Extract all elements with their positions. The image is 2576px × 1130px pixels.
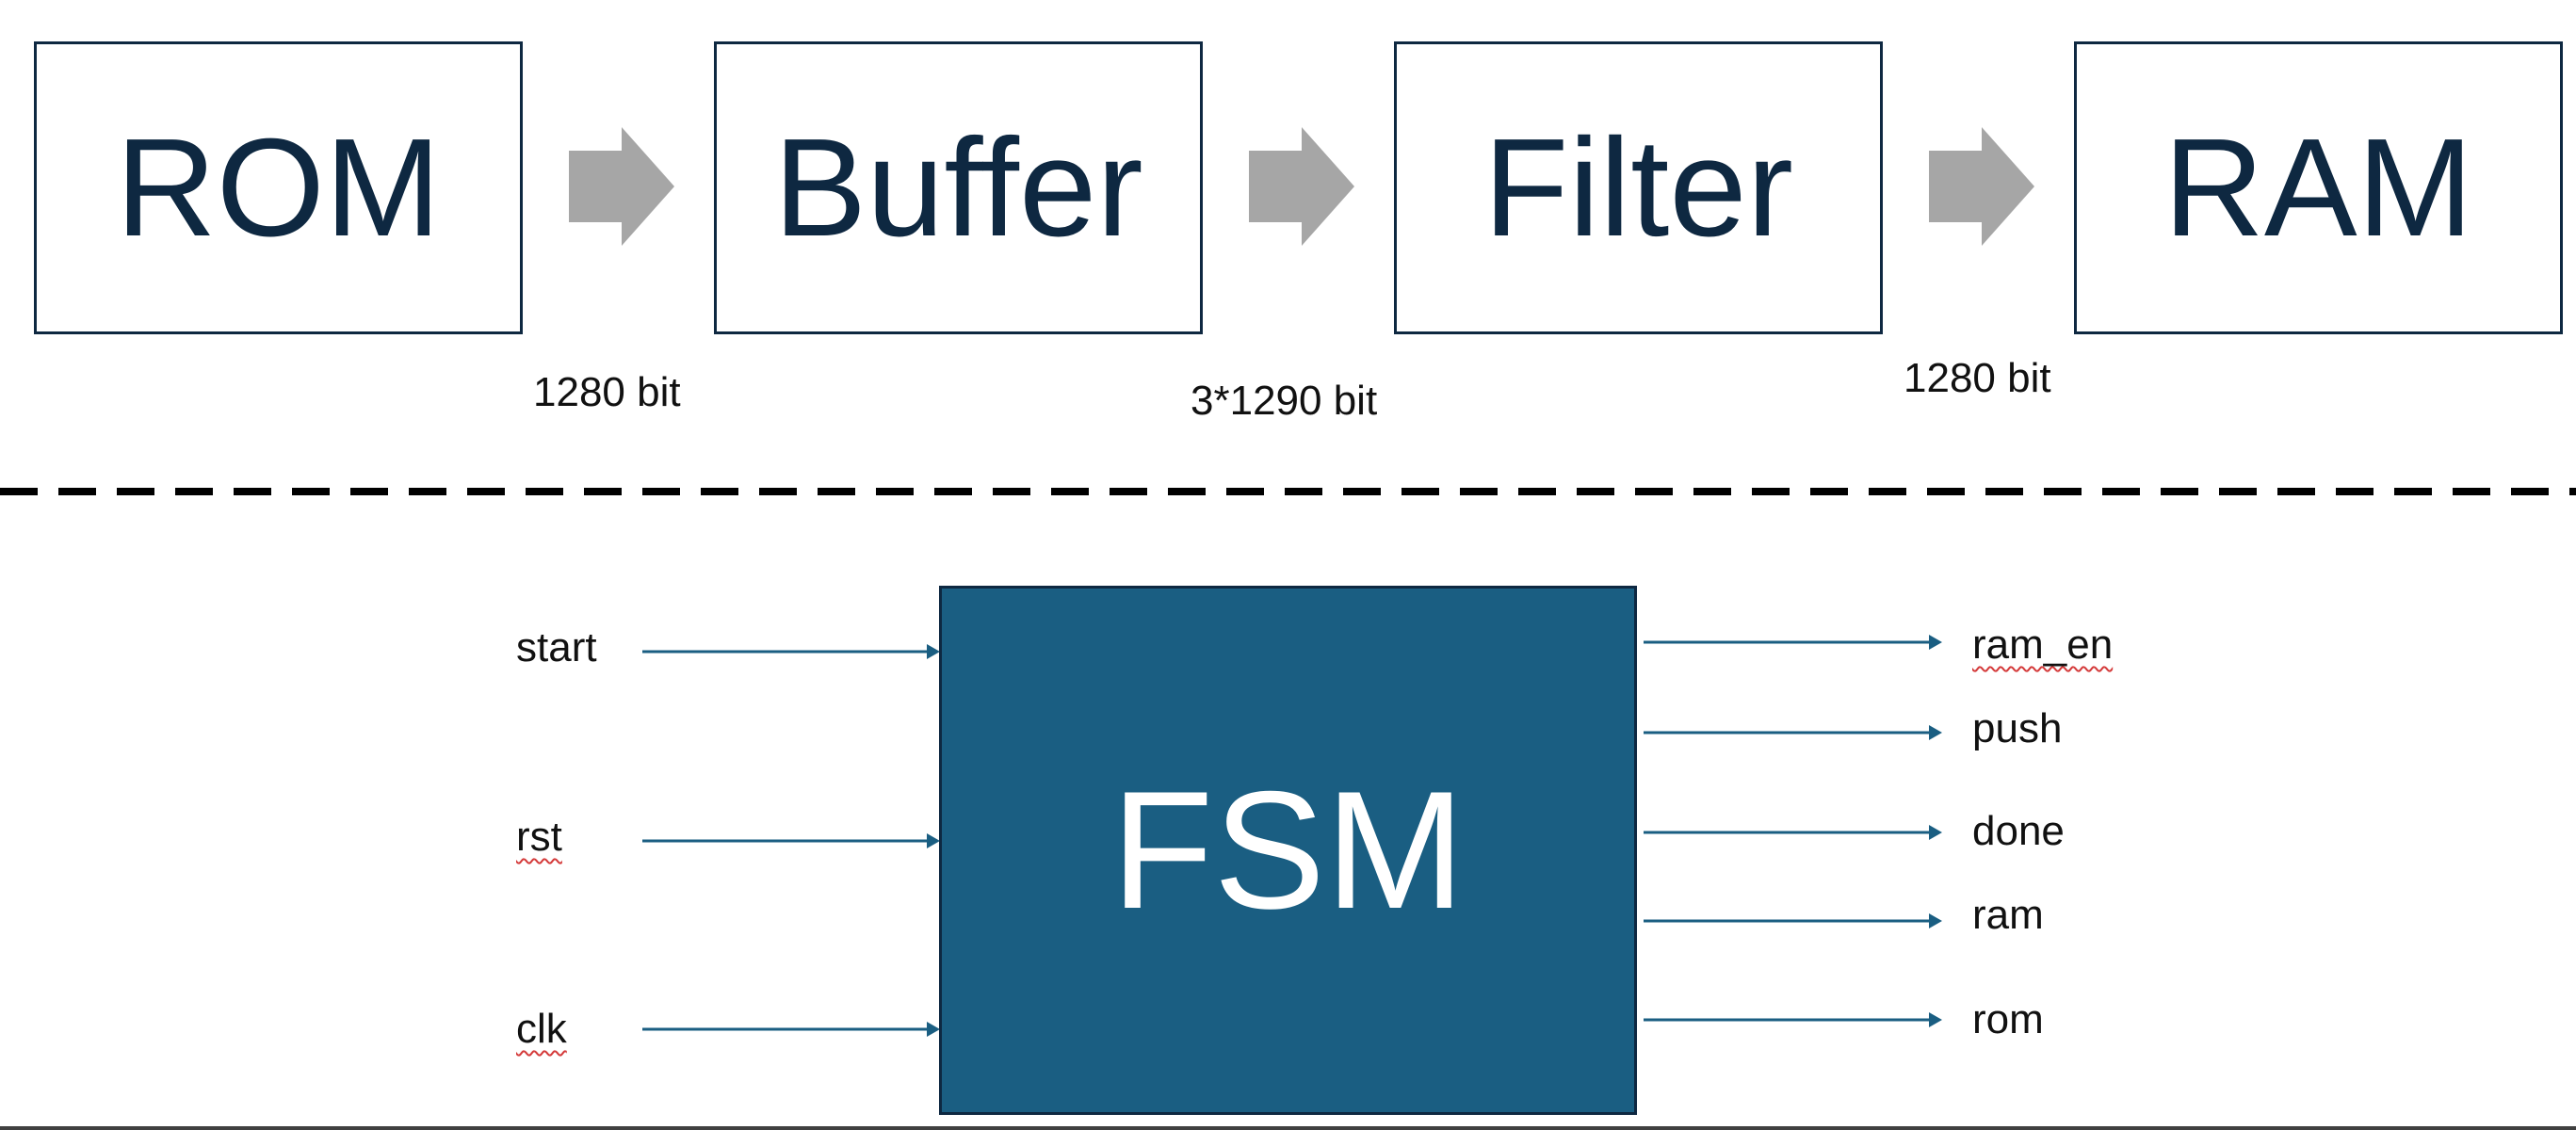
input-label-clk: clk: [516, 1006, 567, 1052]
fsm-block-label: FSM: [1110, 756, 1466, 944]
buffer-filter-width-label: 3*1290 bit: [1191, 378, 1378, 424]
rom-to-buffer-arrow: [569, 127, 674, 246]
output-label-done: done: [1972, 808, 2065, 854]
output-line-push: [1644, 725, 1942, 740]
ram-block-label: RAM: [2163, 109, 2473, 266]
input-line-rst: [642, 833, 940, 848]
buffer-to-filter-arrow: [1249, 127, 1354, 246]
input-label-rst: rst: [516, 814, 562, 860]
bottom-edge-rule: [0, 1126, 2576, 1130]
rom-block-label: ROM: [115, 109, 442, 266]
rom-buffer-width-label: 1280 bit: [533, 369, 681, 415]
input-line-start: [642, 644, 940, 659]
output-line-done: [1644, 825, 1942, 840]
buffer-block-label: Buffer: [773, 109, 1143, 266]
input-line-clk: [642, 1022, 940, 1037]
input-label-start: start: [516, 624, 597, 670]
filter-block: Filter: [1394, 41, 1883, 334]
output-line-rom: [1644, 1012, 1942, 1027]
ram-block: RAM: [2074, 41, 2563, 334]
output-line-ram-en: [1644, 635, 1942, 650]
fsm-block: FSM: [939, 586, 1637, 1115]
buffer-block: Buffer: [714, 41, 1203, 334]
output-line-ram: [1644, 913, 1942, 928]
output-label-ram-en: ram_en: [1972, 622, 2114, 668]
output-label-rom: rom: [1972, 996, 2044, 1042]
filter-ram-width-label: 1280 bit: [1904, 355, 2051, 401]
filter-to-ram-arrow: [1929, 127, 2034, 246]
rom-block: ROM: [34, 41, 523, 334]
output-label-ram: ram: [1972, 892, 2044, 938]
output-label-push: push: [1972, 705, 2063, 751]
filter-block-label: Filter: [1483, 109, 1793, 266]
